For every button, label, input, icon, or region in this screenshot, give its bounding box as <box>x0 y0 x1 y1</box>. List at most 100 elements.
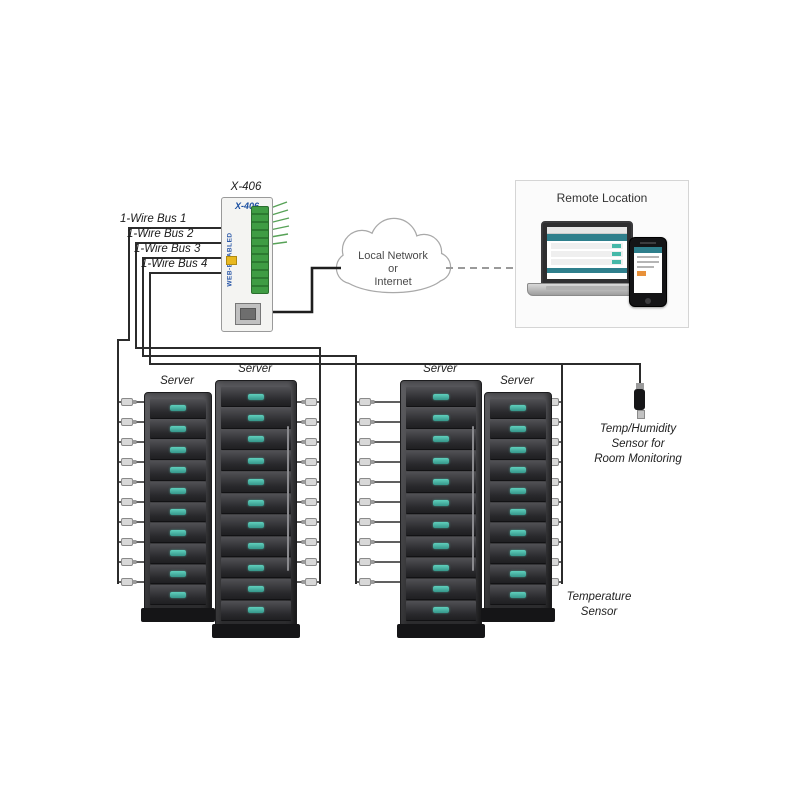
unit-led-indicator <box>433 415 449 422</box>
sensor-plug-tip <box>132 440 137 444</box>
unit-led-indicator <box>248 521 264 528</box>
unit-led-indicator <box>433 585 449 592</box>
sensor-plug-tip <box>132 580 137 584</box>
cloud-label: Local Network or Internet <box>343 250 443 289</box>
rack-unit <box>221 515 291 536</box>
temperature-sensor-plug <box>305 418 317 426</box>
sensor-plug-tip <box>132 540 137 544</box>
unit-led-indicator <box>170 446 186 453</box>
room-sensor-note: Temp/Humidity Sensor for Room Monitoring <box>578 422 698 467</box>
remote-location-panel: Remote Location <box>515 180 689 328</box>
unit-led-indicator <box>510 508 526 515</box>
rack-unit <box>150 419 206 440</box>
cloud-line-1: Local Network <box>358 250 428 262</box>
room-sensor-wire <box>562 363 641 385</box>
rack-unit <box>490 543 546 564</box>
rack-unit <box>150 481 206 502</box>
unit-led-indicator <box>510 467 526 474</box>
unit-led-indicator <box>248 585 264 592</box>
temperature-sensor-plug <box>359 398 371 406</box>
ethernet-jack-opening <box>240 308 256 320</box>
sensor-plug-tip <box>301 560 306 564</box>
rack-unit <box>221 472 291 493</box>
temperature-sensor-plug <box>305 558 317 566</box>
webpage-row <box>551 251 623 257</box>
unit-led-indicator <box>510 446 526 453</box>
sensor-plug-tip <box>132 560 137 564</box>
rack-base <box>141 608 215 622</box>
unit-led-indicator <box>170 488 186 495</box>
rack-unit <box>490 585 546 606</box>
laptop-screen <box>541 221 633 285</box>
rack-door-handle <box>472 426 474 571</box>
phone-home-button <box>645 298 651 304</box>
temperature-sensor-plug <box>121 518 133 526</box>
rack-unit <box>221 579 291 600</box>
sensor-plug-tip <box>370 460 375 464</box>
temperature-sensor-plug <box>305 438 317 446</box>
laptop-webpage <box>547 227 627 279</box>
rack-label-2: Server <box>238 363 272 375</box>
webpage-row <box>551 243 623 249</box>
temperature-sensor-plug <box>121 438 133 446</box>
yellow-tag <box>226 256 237 265</box>
rack-units <box>406 387 476 621</box>
sensor-plug-tip <box>370 540 375 544</box>
bus3-wire <box>142 257 357 584</box>
rack-unit <box>406 600 476 621</box>
unit-led-indicator <box>510 529 526 536</box>
rack-unit <box>221 536 291 557</box>
laptop <box>527 221 649 297</box>
sensor-plug-tip <box>370 520 375 524</box>
sensor-plug-tip <box>370 480 375 484</box>
rack-unit <box>406 515 476 536</box>
phone-text-line <box>637 256 659 258</box>
temperature-sensor-plug <box>305 398 317 406</box>
unit-led-indicator <box>510 426 526 433</box>
rack-unit <box>221 408 291 429</box>
bus-label-1: 1-Wire Bus 1 <box>120 213 187 225</box>
sensor-plug-tip <box>301 420 306 424</box>
rack-unit <box>406 536 476 557</box>
sensor-plug-tip <box>370 580 375 584</box>
unit-led-indicator <box>510 570 526 577</box>
sensor-plug-tip <box>370 420 375 424</box>
unit-led-indicator <box>433 479 449 486</box>
temp-note-line-1: Temperature <box>566 591 632 603</box>
rack-unit <box>406 387 476 408</box>
sensor-plug-tip <box>301 520 306 524</box>
server-rack-2 <box>212 380 300 638</box>
rack-unit <box>406 493 476 515</box>
unit-led-indicator <box>170 570 186 577</box>
sensor-plug-tip <box>370 500 375 504</box>
unit-led-indicator <box>248 564 264 571</box>
unit-led-indicator <box>433 564 449 571</box>
rack-base <box>212 624 300 638</box>
sensor-plug-tip <box>301 440 306 444</box>
unit-led-indicator <box>433 607 449 614</box>
webpage-header <box>547 234 627 241</box>
rack-unit <box>150 440 206 461</box>
temperature-sensor-plug <box>359 518 371 526</box>
sensor-plug-tip <box>301 580 306 584</box>
webpage-footer <box>547 268 627 273</box>
sensor-plug-tip <box>132 500 137 504</box>
unit-led-indicator <box>170 550 186 557</box>
unit-led-indicator <box>248 543 264 550</box>
rack-base <box>481 608 555 622</box>
phone-speaker <box>640 242 656 244</box>
server-rack-3 <box>397 380 485 638</box>
unit-led-indicator <box>433 521 449 528</box>
device-logo: X-406 <box>235 201 260 211</box>
sensor-plug-tip <box>370 560 375 564</box>
cloud-line-2: or <box>388 263 398 275</box>
temperature-sensor-plug <box>359 498 371 506</box>
phone-text-line <box>637 266 654 268</box>
unit-led-indicator <box>170 405 186 412</box>
temperature-sensor-plug <box>121 418 133 426</box>
remote-location-title: Remote Location <box>556 191 648 205</box>
x406-device: X-406 WEB-ENABLED <box>221 197 273 332</box>
rack-unit <box>406 472 476 493</box>
rack-units <box>150 399 206 606</box>
